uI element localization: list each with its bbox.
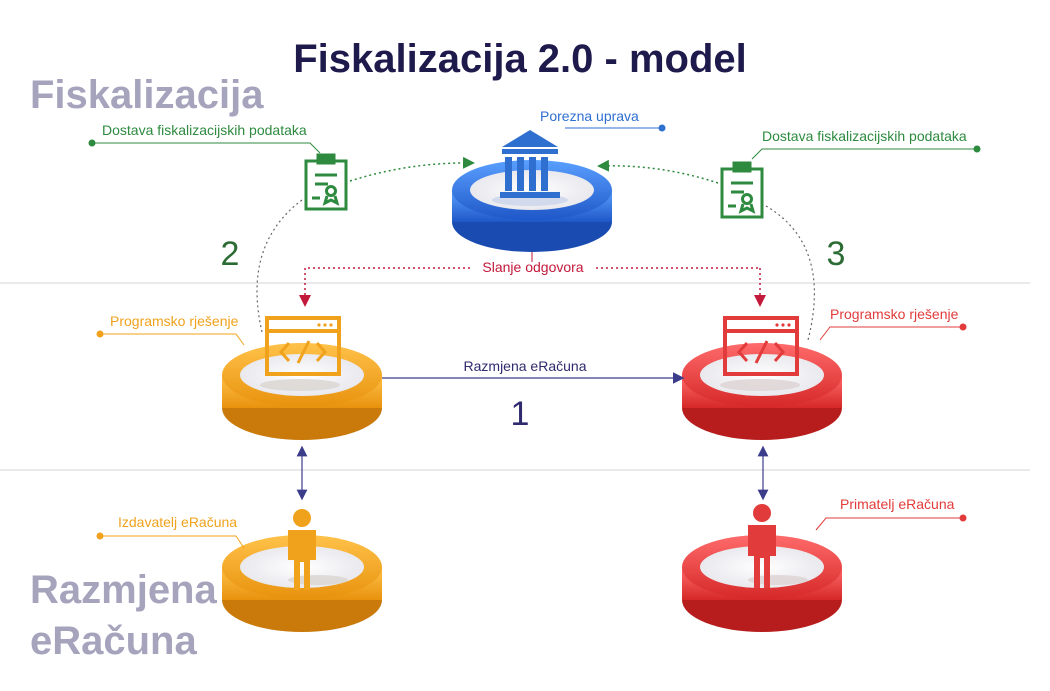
- step-number-2: 2: [221, 235, 240, 273]
- receiver-software-label: Programsko rješenje: [830, 306, 959, 322]
- leader-dot: [658, 124, 666, 132]
- delivery-left-curve: [256, 199, 303, 333]
- section-eracuna: eRačuna: [30, 619, 197, 663]
- clipboard-certificate-icon: [720, 161, 764, 219]
- exchange-label: Razmjena eRačuna: [464, 358, 587, 374]
- delivery-right-label: Dostava fiskalizacijskih podataka: [762, 128, 967, 144]
- sender-software-leader: [100, 333, 245, 346]
- sender-software-label: Programsko rješenje: [110, 313, 239, 329]
- tax-authority-node: [452, 130, 612, 252]
- step-number-3: 3: [827, 235, 846, 273]
- delivery-left-label: Dostava fiskalizacijskih podataka: [102, 122, 307, 138]
- receiver-software-leader: [819, 326, 963, 341]
- delivery-right-curve: [765, 205, 815, 341]
- delivery-left-arrow: [349, 156, 475, 182]
- receiver-label: Primatelj eRačuna: [840, 496, 955, 512]
- delivery-left-leader: [92, 142, 321, 154]
- tax-authority-label: Porezna uprava: [540, 108, 639, 124]
- clipboard-certificate-icon: [304, 153, 348, 211]
- delivery-right-arrow: [597, 159, 719, 184]
- person-icon: [748, 504, 776, 588]
- person-icon: [288, 509, 316, 590]
- section-razmjena: Razmjena: [30, 568, 217, 612]
- issuer-leader: [100, 535, 245, 549]
- bank-building-icon: [500, 130, 560, 198]
- code-window-icon: [723, 316, 799, 376]
- step-number-1: 1: [511, 395, 530, 433]
- receiver-leader: [815, 517, 963, 531]
- response-label: Slanje odgovora: [482, 259, 583, 275]
- receiver-software-node: [682, 316, 842, 440]
- issuer-label: Izdavatelj eRačuna: [118, 514, 237, 530]
- page-title: Fiskalizacija 2.0 - model: [293, 37, 747, 81]
- code-window-icon: [265, 316, 341, 376]
- sender-software-node: [222, 316, 382, 440]
- section-fiskalizacija: Fiskalizacija: [30, 73, 264, 117]
- delivery-right-leader: [751, 148, 977, 160]
- issuer-node: [222, 509, 382, 632]
- receiver-node: [682, 504, 842, 632]
